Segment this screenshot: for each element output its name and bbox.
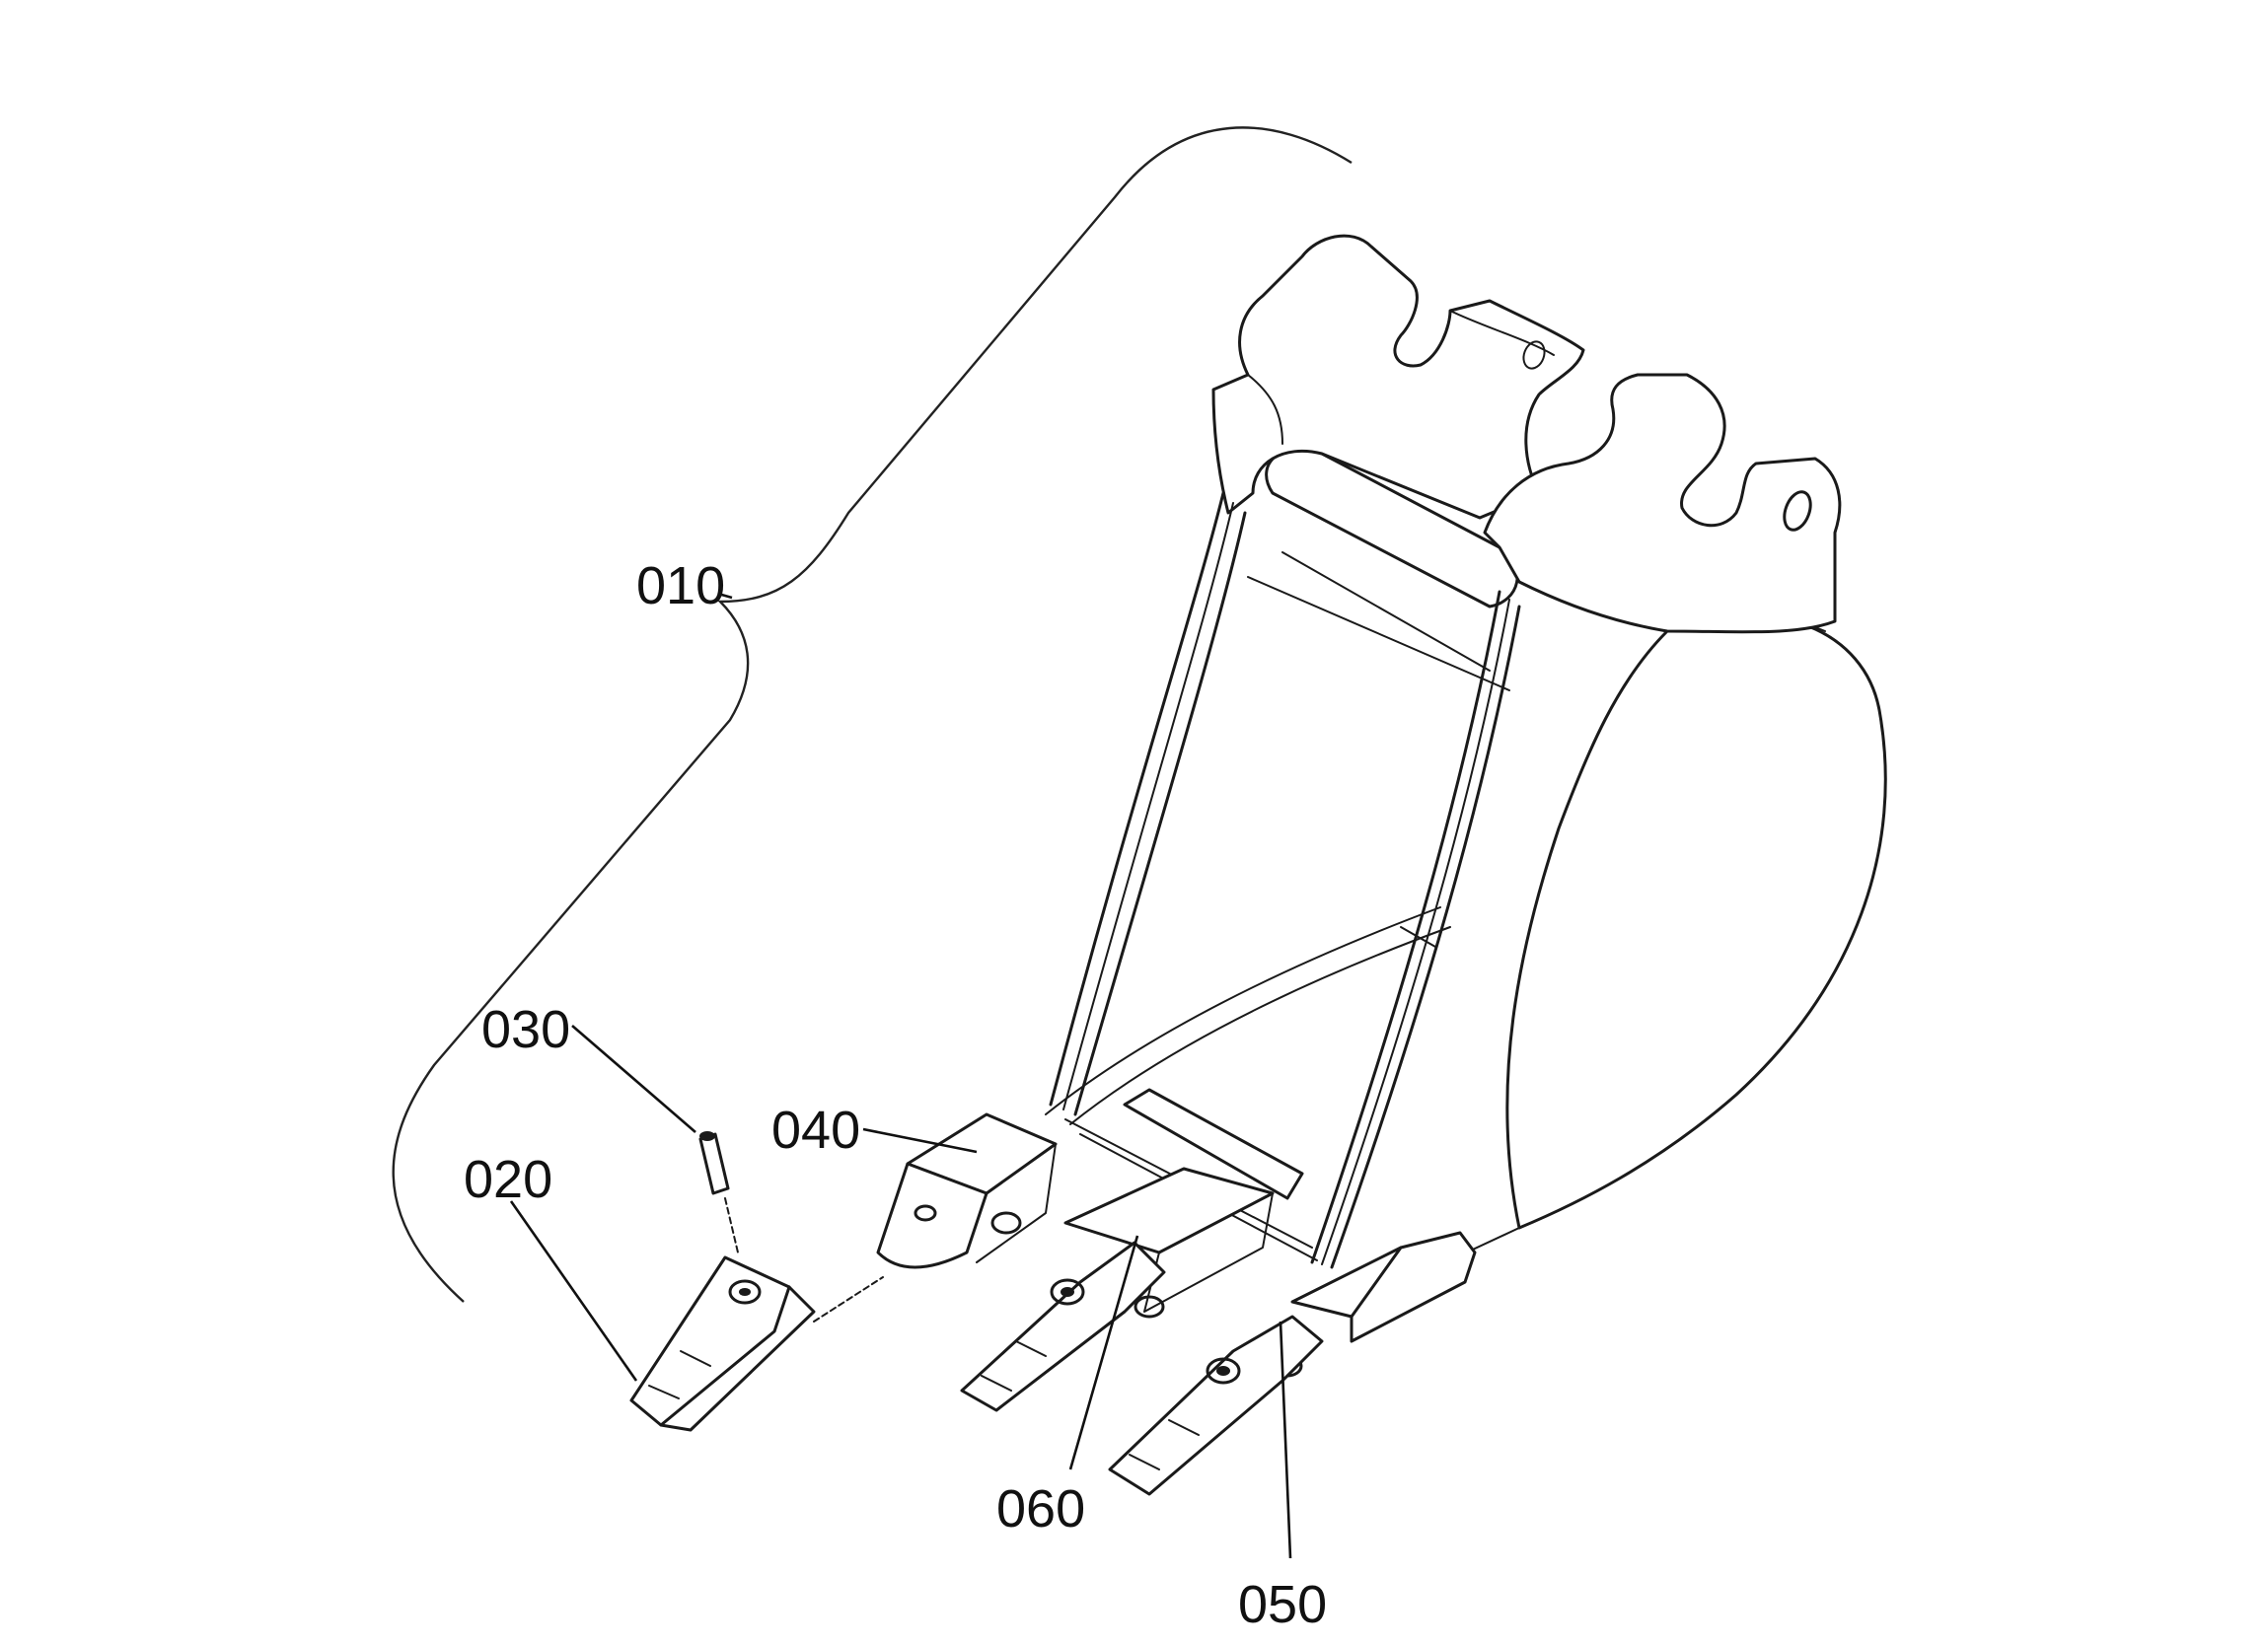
bucket-shell (1505, 613, 1887, 1230)
left-side-rail (1049, 491, 1225, 1107)
cutting-edge (1123, 1088, 1304, 1200)
callout-040: 040 (771, 1101, 860, 1160)
callout-060: 060 (996, 1479, 1085, 1539)
leader-060 (1068, 1235, 1139, 1470)
tooth-right (1108, 1315, 1324, 1496)
callout-020: 020 (464, 1150, 552, 1209)
adapter-middle (1063, 1167, 1275, 1319)
leader-050 (1279, 1321, 1292, 1559)
callout-050: 050 (1238, 1575, 1327, 1634)
leader-030 (571, 1025, 696, 1133)
right-side-rail (1310, 590, 1501, 1264)
leader-020 (509, 1200, 638, 1382)
ear-pin-hole (1783, 490, 1812, 532)
tooth-middle (960, 1241, 1166, 1412)
assembly-bracket (392, 126, 1353, 1303)
callout-010: 010 (636, 556, 725, 615)
right-mounting-ear (1483, 373, 1842, 634)
bucket-assembly (1045, 234, 1887, 1269)
leader-010 (717, 592, 733, 600)
leader-040 (862, 1127, 978, 1154)
adapter-left (876, 1112, 1058, 1269)
callout-030: 030 (481, 1000, 570, 1059)
exploded-pin (698, 1131, 739, 1253)
left-mounting-ear (1211, 234, 1585, 520)
exploded-tooth (629, 1255, 884, 1432)
